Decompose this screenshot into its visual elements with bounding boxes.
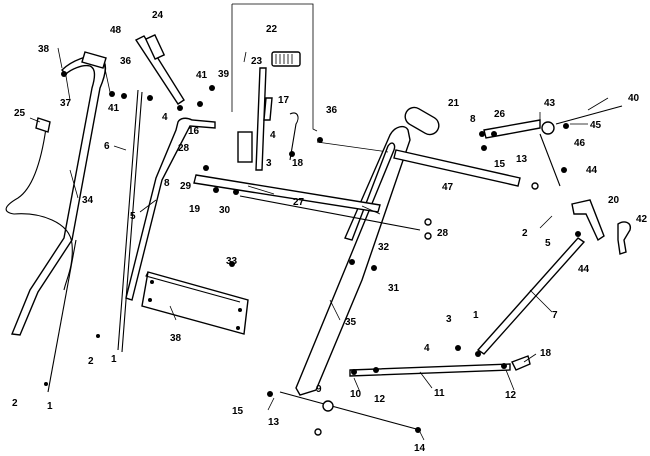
left-handle-bar xyxy=(11,51,107,336)
label-15b: 15 xyxy=(494,159,506,170)
label-25: 25 xyxy=(14,108,26,119)
rod-6 xyxy=(117,89,143,353)
leader-lines xyxy=(29,47,609,441)
handle-grip-21 xyxy=(404,106,440,136)
label-28b: 28 xyxy=(437,228,449,239)
label-19: 19 xyxy=(189,204,201,215)
label-8b: 8 xyxy=(164,178,170,189)
label-23: 23 xyxy=(251,56,263,67)
label-5b: 5 xyxy=(545,238,551,249)
label-32: 32 xyxy=(378,242,390,253)
label-15: 15 xyxy=(232,406,244,417)
label-44b: 44 xyxy=(578,264,590,275)
lever-48 xyxy=(134,33,185,105)
label-11: 11 xyxy=(434,388,445,399)
label-2b: 2 xyxy=(88,356,94,367)
label-39: 39 xyxy=(218,69,230,80)
label-41: 41 xyxy=(108,103,120,114)
label-4c: 4 xyxy=(424,343,430,354)
label-3: 3 xyxy=(266,158,272,169)
cross-tube-27 xyxy=(193,174,432,240)
label-18: 18 xyxy=(292,158,304,169)
label-37: 37 xyxy=(60,98,72,109)
label-21: 21 xyxy=(448,98,460,109)
label-30: 30 xyxy=(219,205,231,216)
label-17: 17 xyxy=(278,95,290,106)
label-28: 28 xyxy=(178,143,190,154)
rod-11 xyxy=(349,355,531,377)
label-20: 20 xyxy=(608,195,620,206)
label-13: 13 xyxy=(268,417,280,428)
label-2: 2 xyxy=(12,398,18,409)
label-6: 6 xyxy=(104,141,110,152)
cross-tube-47 xyxy=(393,149,539,190)
label-29: 29 xyxy=(180,181,192,192)
label-31: 31 xyxy=(388,283,400,294)
label-1: 1 xyxy=(47,401,53,412)
label-1b: 1 xyxy=(111,354,117,365)
label-13b: 13 xyxy=(516,154,528,165)
label-2c: 2 xyxy=(522,228,528,239)
rod-1-left xyxy=(47,239,77,393)
label-24: 24 xyxy=(152,10,164,21)
part-labels: 1 1 1 2 2 2 3 3 4 4 4 5 5 6 7 8 8 9 10 1… xyxy=(12,10,648,454)
label-43: 43 xyxy=(544,98,556,109)
label-45: 45 xyxy=(590,120,602,131)
label-1c: 1 xyxy=(473,310,479,321)
label-9: 9 xyxy=(316,384,322,395)
label-12b: 12 xyxy=(505,390,517,401)
label-44: 44 xyxy=(586,165,598,176)
label-14: 14 xyxy=(414,443,426,454)
label-27: 27 xyxy=(293,197,305,208)
bracket-20 xyxy=(571,199,632,255)
spring-22 xyxy=(271,51,301,67)
cable-clip xyxy=(35,117,51,133)
hardware-fasteners xyxy=(44,71,581,433)
label-4b: 4 xyxy=(270,130,276,141)
label-5: 5 xyxy=(130,211,136,222)
label-16: 16 xyxy=(188,126,200,137)
label-22: 22 xyxy=(266,24,278,35)
label-35: 35 xyxy=(345,317,357,328)
bracket-38 xyxy=(141,271,249,335)
label-38b: 38 xyxy=(170,333,182,344)
center-handle xyxy=(125,117,216,301)
label-12: 12 xyxy=(374,394,386,405)
label-40: 40 xyxy=(628,93,640,104)
rod-46 xyxy=(483,105,623,187)
label-3b: 3 xyxy=(446,314,452,325)
label-8: 8 xyxy=(470,114,476,125)
label-18b: 18 xyxy=(540,348,552,359)
frame-outline xyxy=(231,3,389,153)
label-4: 4 xyxy=(162,112,168,123)
lower-rod-14 xyxy=(279,391,421,436)
label-48: 48 xyxy=(110,25,122,36)
label-41b: 41 xyxy=(196,70,208,81)
label-36: 36 xyxy=(120,56,132,67)
label-26: 26 xyxy=(494,109,506,120)
label-7: 7 xyxy=(552,310,558,321)
label-38: 38 xyxy=(38,44,50,55)
link-rod-7 xyxy=(476,237,586,355)
cable-25 xyxy=(5,127,73,291)
label-33: 33 xyxy=(226,256,238,267)
label-47: 47 xyxy=(442,182,454,193)
label-36b: 36 xyxy=(326,105,338,116)
label-10: 10 xyxy=(350,389,362,400)
label-34: 34 xyxy=(82,195,94,206)
label-46: 46 xyxy=(574,138,586,149)
label-42: 42 xyxy=(636,214,648,225)
control-shaft-23 xyxy=(237,67,299,171)
